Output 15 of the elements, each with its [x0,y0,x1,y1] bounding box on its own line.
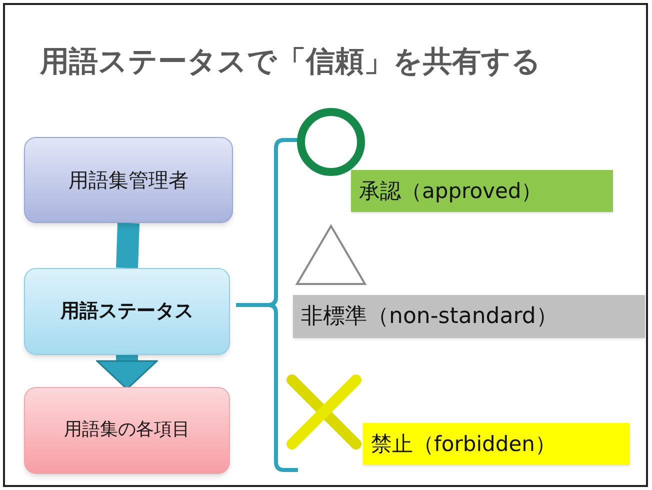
node-label: 用語ステータス [60,300,194,324]
status-bar [293,295,645,338]
process-box [24,268,230,355]
process-box [24,137,233,223]
connector-bar [116,222,140,268]
title: 用語ステータスで「信頼」を共有する [40,43,541,80]
block-arrow [96,355,158,390]
node-label: 承認（approved） [359,178,542,204]
process-box [24,387,230,474]
node-label: 用語集の各項目 [64,419,190,442]
node-label: 非標準（non-standard） [301,302,558,330]
status-bar [351,170,613,212]
node-label: 用語集管理者 [68,168,188,192]
node-label: 禁止（forbidden） [371,430,556,458]
status-bar [363,423,630,465]
